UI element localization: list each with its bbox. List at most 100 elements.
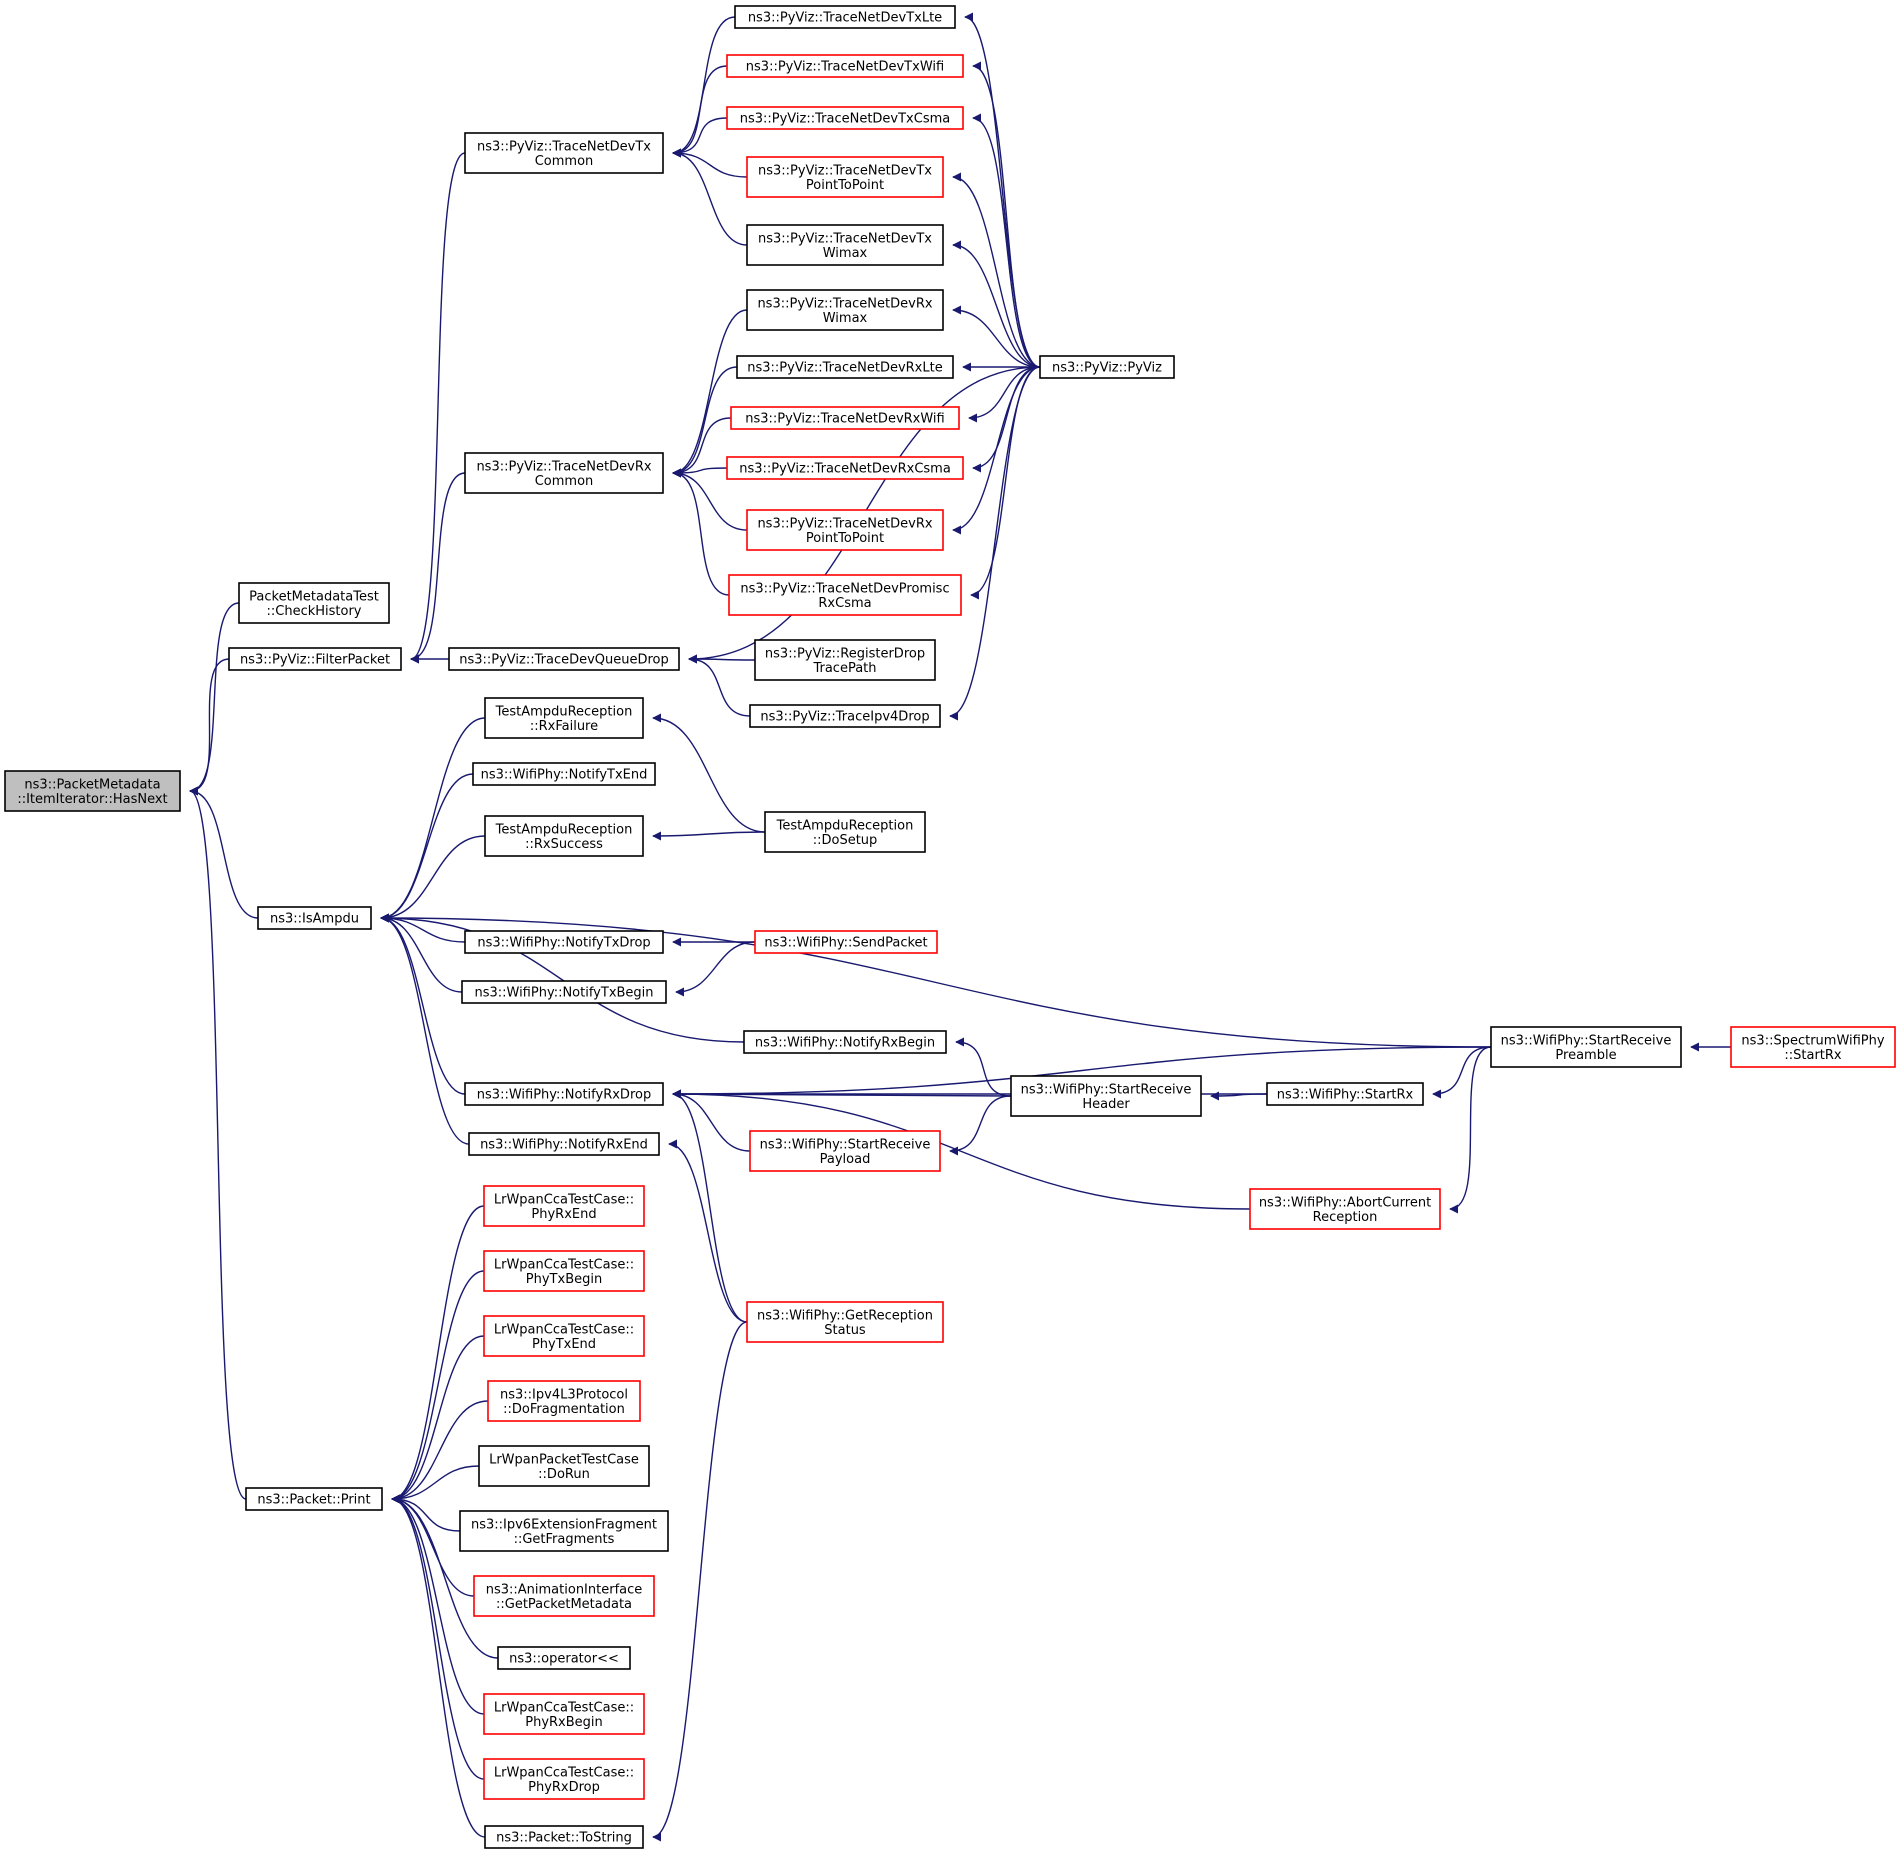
- node-label: ns3::PyViz::TraceIpv4Drop: [760, 710, 929, 725]
- node-ipv4drop[interactable]: ns3::PyViz::TraceIpv4Drop: [749, 704, 941, 728]
- node-box: [1730, 1026, 1896, 1068]
- node-lrrxbegin[interactable]: LrWpanCcaTestCase::PhyRxBegin: [483, 1693, 645, 1735]
- node-label: ns3::SpectrumWifiPhy: [1741, 1033, 1884, 1048]
- edge-rxsuccess-to-dosetup: [652, 831, 766, 841]
- node-ipv4frag[interactable]: ns3::Ipv4L3Protocol::DoFragmentation: [487, 1380, 641, 1422]
- edge-promisc-to-pyviz: [970, 366, 1041, 600]
- node-label: PhyRxEnd: [531, 1207, 596, 1222]
- node-label: Wimax: [823, 246, 868, 261]
- node-lrpacketrun[interactable]: LrWpanPacketTestCase::DoRun: [478, 1445, 650, 1487]
- node-ipv6frag[interactable]: ns3::Ipv6ExtensionFragment::GetFragments: [459, 1510, 669, 1552]
- edge-txcommon-to-txp2p: [672, 148, 748, 178]
- node-lrtxend[interactable]: LrWpanCcaTestCase::PhyTxEnd: [483, 1315, 645, 1357]
- node-label: ns3::PyViz::TraceNetDevPromisc: [740, 581, 949, 596]
- edge-print-to-operator: [391, 1494, 499, 1659]
- edge-rxcommon-to-rxwimax: [672, 309, 748, 478]
- node-animmeta[interactable]: ns3::AnimationInterface::GetPacketMetada…: [473, 1575, 655, 1617]
- node-label: Common: [535, 474, 594, 489]
- node-checkhistory[interactable]: PacketMetadataTest::CheckHistory: [238, 582, 390, 624]
- node-box: [726, 106, 964, 130]
- node-label: ns3::PyViz::FilterPacket: [240, 653, 390, 668]
- node-rxsuccess[interactable]: TestAmpduReception::RxSuccess: [484, 815, 644, 857]
- node-box: [487, 1380, 641, 1422]
- node-label: TestAmpduReception: [495, 704, 633, 719]
- node-rxwifi[interactable]: ns3::PyViz::TraceNetDevRxWifi: [730, 406, 960, 430]
- node-label: ::StartRx: [1784, 1048, 1842, 1063]
- node-label: Header: [1082, 1097, 1130, 1112]
- edge-rxwimax-to-pyviz: [952, 305, 1041, 368]
- node-label: PhyTxEnd: [532, 1337, 596, 1352]
- edge-queuedrop-to-ipv4drop: [688, 654, 751, 717]
- node-lrtxbegin[interactable]: LrWpanCcaTestCase::PhyTxBegin: [483, 1250, 645, 1292]
- edge-isampdu-to-startrxpreamble: [380, 913, 1492, 1048]
- node-lrrxdrop[interactable]: LrWpanCcaTestCase::PhyRxDrop: [483, 1758, 645, 1800]
- node-box: [473, 1575, 655, 1617]
- node-spectrumstartrx[interactable]: ns3::SpectrumWifiPhy::StartRx: [1730, 1026, 1896, 1068]
- node-label: Status: [824, 1323, 866, 1338]
- node-txlte[interactable]: ns3::PyViz::TraceNetDevTxLte: [734, 5, 956, 29]
- node-rxlte[interactable]: ns3::PyViz::TraceNetDevRxLte: [736, 355, 954, 379]
- node-notifyrxdrop[interactable]: ns3::WifiPhy::NotifyRxDrop: [464, 1082, 664, 1106]
- node-box: [459, 1510, 669, 1552]
- edge-isampdu-to-notifyrxdrop: [380, 913, 466, 1095]
- node-notifyrxend[interactable]: ns3::WifiPhy::NotifyRxEnd: [468, 1132, 660, 1156]
- node-notifytxbegin[interactable]: ns3::WifiPhy::NotifyTxBegin: [461, 980, 667, 1004]
- edge-notifyrxdrop-to-abortcurrent: [672, 1089, 1251, 1210]
- node-queuedrop[interactable]: ns3::PyViz::TraceDevQueueDrop: [448, 647, 680, 671]
- node-label: ::ItemIterator::HasNext: [17, 792, 167, 807]
- node-label: ns3::WifiPhy::StartReceive: [760, 1137, 931, 1152]
- edge-txcommon-to-txwifi: [672, 65, 728, 158]
- node-box: [726, 54, 964, 78]
- edge-filterpacket-to-txcommon: [410, 152, 466, 664]
- edge-isampdu-to-rxsuccess: [380, 835, 486, 923]
- node-operator[interactable]: ns3::operator<<: [497, 1646, 631, 1670]
- node-sendpacket[interactable]: ns3::WifiPhy::SendPacket: [754, 930, 938, 954]
- edge-filterpacket-to-rxcommon: [410, 472, 466, 664]
- node-box: [238, 582, 390, 624]
- edge-print-to-lrrxend: [391, 1205, 485, 1504]
- node-dosetup[interactable]: TestAmpduReception::DoSetup: [764, 811, 926, 853]
- node-startrx[interactable]: ns3::WifiPhy::StartRx: [1266, 1082, 1424, 1106]
- edge-startrx-to-startrxpreamble: [1432, 1046, 1492, 1099]
- node-rxfailure[interactable]: TestAmpduReception::RxFailure: [484, 697, 644, 739]
- node-label: TracePath: [812, 661, 876, 676]
- edge-txp2p-to-pyviz: [952, 172, 1041, 368]
- node-notifyrxbegin[interactable]: ns3::WifiPhy::NotifyRxBegin: [743, 1030, 947, 1054]
- node-rxcsma[interactable]: ns3::PyViz::TraceNetDevRxCsma: [726, 456, 964, 480]
- node-label: ns3::WifiPhy::AbortCurrent: [1259, 1195, 1431, 1210]
- node-label: Reception: [1313, 1210, 1378, 1225]
- node-notifytxend[interactable]: ns3::WifiPhy::NotifyTxEnd: [472, 762, 656, 786]
- edge-print-to-lrtxbegin: [391, 1270, 485, 1504]
- node-label: ns3::PyViz::TraceNetDevTx: [758, 163, 932, 178]
- node-txcsma[interactable]: ns3::PyViz::TraceNetDevTxCsma: [726, 106, 964, 130]
- node-pyviz[interactable]: ns3::PyViz::PyViz: [1039, 355, 1175, 379]
- node-box: [746, 156, 944, 198]
- node-lrrxend[interactable]: LrWpanCcaTestCase::PhyRxEnd: [483, 1185, 645, 1227]
- node-layer: ns3::PacketMetadata::ItemIterator::HasNe…: [4, 5, 1896, 1849]
- node-hasnext: ns3::PacketMetadata::ItemIterator::HasNe…: [4, 770, 181, 812]
- node-filterpacket[interactable]: ns3::PyViz::FilterPacket: [228, 647, 402, 671]
- node-notifytxdrop[interactable]: ns3::WifiPhy::NotifyTxDrop: [464, 930, 664, 954]
- edge-print-to-ipv4frag: [391, 1400, 489, 1504]
- node-label: RxCsma: [818, 596, 871, 611]
- node-label: ::RxFailure: [530, 719, 598, 734]
- node-txwifi[interactable]: ns3::PyViz::TraceNetDevTxWifi: [726, 54, 964, 78]
- node-label: ns3::PyViz::TraceNetDevRx: [757, 516, 932, 531]
- node-isampdu[interactable]: ns3::IsAmpdu: [257, 906, 372, 930]
- node-tostring[interactable]: ns3::Packet::ToString: [484, 1825, 644, 1849]
- node-print[interactable]: ns3::Packet::Print: [245, 1487, 383, 1511]
- node-label: PhyTxBegin: [526, 1272, 602, 1287]
